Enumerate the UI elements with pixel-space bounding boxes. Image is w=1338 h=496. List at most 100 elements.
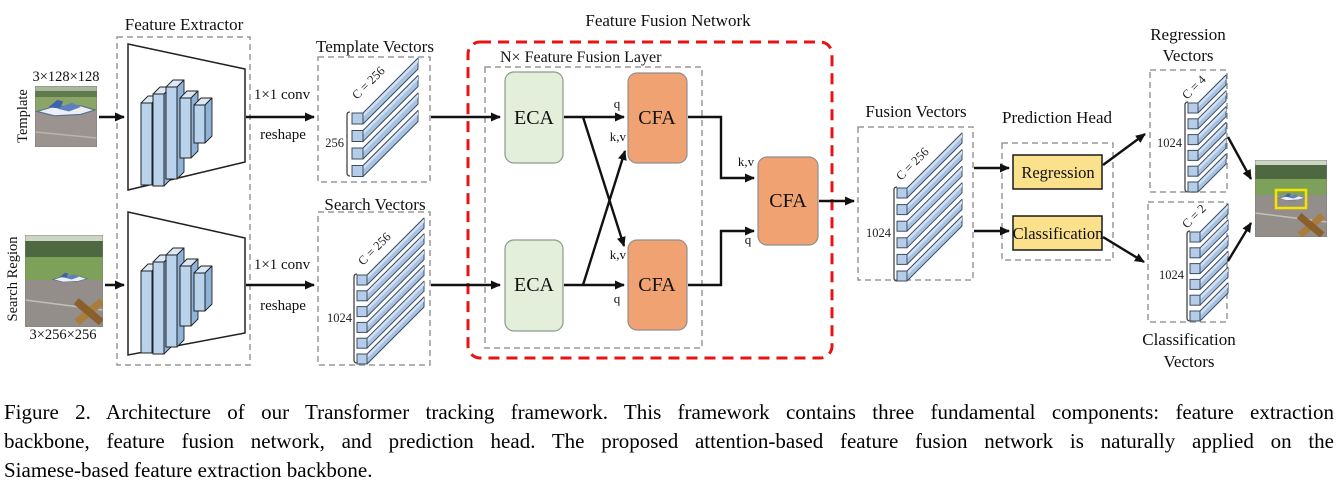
shape — [1200, 220, 1228, 253]
shape — [1187, 134, 1199, 146]
fusion-count: 1024 — [866, 226, 892, 240]
shape — [356, 306, 368, 318]
classification-vectors-title-2: Vectors — [1164, 352, 1215, 371]
shape — [351, 130, 364, 142]
conv-label-bottom: 1×1 conv — [254, 257, 311, 273]
shape — [367, 234, 424, 296]
shape — [165, 86, 178, 180]
reshape-label-top: reshape — [260, 127, 306, 143]
fusion-network-title: Feature Fusion Network — [585, 11, 751, 30]
shape — [363, 111, 418, 170]
shape — [1189, 294, 1201, 306]
shape — [1198, 107, 1226, 140]
conv-label-top: 1×1 conv — [254, 87, 311, 103]
classification-vectors-title-1: Classification — [1142, 330, 1236, 349]
classification-channels: C = 2 — [1179, 202, 1209, 232]
shape — [367, 266, 424, 327]
shape — [1200, 205, 1228, 237]
shape — [1189, 247, 1201, 259]
reshape-label-bottom: reshape — [260, 298, 306, 314]
regression-vectors-title-1: Regression — [1150, 25, 1226, 44]
shape — [907, 183, 962, 243]
fusion-layer-label: N× Feature Fusion Layer — [500, 49, 662, 66]
prediction-head-box — [1001, 142, 1114, 261]
shape — [351, 112, 364, 125]
shape — [140, 102, 153, 186]
q-label-top: q — [614, 96, 621, 111]
caption-line-3: Siamese-based feature extraction backbon… — [4, 458, 373, 482]
regression-box — [1012, 154, 1103, 190]
shape — [1198, 76, 1226, 108]
shape — [204, 97, 213, 144]
arrow-cross-kv-up — [581, 150, 627, 286]
shape — [896, 253, 908, 265]
shape — [351, 165, 364, 177]
template-input-label: Template — [15, 89, 31, 143]
shape — [1187, 102, 1199, 114]
search-photo — [25, 235, 103, 327]
shape — [1198, 155, 1226, 187]
shape — [165, 254, 178, 348]
fusion-vector-stack — [896, 132, 963, 282]
shape — [1198, 91, 1226, 124]
result-photo — [1255, 160, 1327, 237]
shape — [1187, 165, 1199, 177]
shape — [1189, 310, 1201, 322]
shape — [367, 282, 424, 343]
eca-bottom-label: ECA — [514, 274, 555, 296]
regression-label: Regression — [1021, 163, 1094, 182]
shape — [896, 220, 908, 232]
shape — [1189, 231, 1201, 243]
shape — [367, 250, 424, 312]
arrow-classification-vectors-to-result — [1226, 222, 1253, 262]
shape — [367, 219, 424, 280]
classification-label: Classification — [1013, 224, 1104, 243]
shape — [363, 94, 418, 153]
count-bracket — [893, 186, 898, 282]
tracking-bbox — [1274, 188, 1308, 210]
q-label-bottom: q — [614, 291, 621, 306]
shape — [1200, 236, 1228, 269]
cfa-top-label: CFA — [638, 107, 676, 129]
eca-bottom-box — [504, 239, 564, 332]
count-bracket — [1186, 230, 1191, 322]
shape — [363, 59, 418, 118]
shape — [1198, 123, 1226, 155]
search-count: 1024 — [327, 311, 353, 325]
count-bracket — [1184, 101, 1189, 193]
shape — [179, 265, 192, 327]
shape — [363, 76, 418, 135]
regression-vectors-title-2: Vectors — [1163, 46, 1214, 65]
arrow-regression-vectors-to-result — [1226, 136, 1253, 180]
arrow-cfa-bottom-to-final-q — [688, 226, 755, 287]
fusion-layer-box — [484, 66, 703, 349]
shape — [1200, 284, 1228, 316]
eca-top-label: ECA — [514, 107, 555, 129]
shape — [896, 187, 908, 199]
regression-count: 1024 — [1157, 136, 1183, 150]
template-vectors-title: Template Vectors — [316, 37, 434, 56]
shape — [1187, 181, 1199, 193]
shape — [896, 237, 908, 249]
kv-label-top: k,v — [610, 129, 627, 144]
shape — [1198, 139, 1226, 171]
search-size-label: 3×256×256 — [29, 327, 96, 343]
cfa-bottom-box — [627, 239, 688, 331]
search-vectors-title: Search Vectors — [324, 195, 425, 214]
shape — [907, 134, 962, 193]
q-label-final: q — [745, 232, 752, 247]
count-bracket — [353, 273, 358, 364]
shape — [356, 290, 368, 302]
shape — [193, 104, 206, 144]
caption-line-2: backbone, feature fusion network, and pr… — [4, 429, 1334, 453]
template-vector-stack — [351, 57, 419, 177]
shape — [896, 204, 908, 216]
caption-line-1: Figure 2. Architecture of our Transforme… — [4, 400, 1334, 424]
arrow-regression-to-vectors — [1102, 133, 1146, 166]
shape — [204, 265, 213, 312]
shape — [1189, 278, 1201, 290]
prediction-head-title: Prediction Head — [1002, 108, 1112, 127]
flow-arrows — [99, 112, 1253, 290]
regression-vector-stack — [1187, 74, 1227, 193]
